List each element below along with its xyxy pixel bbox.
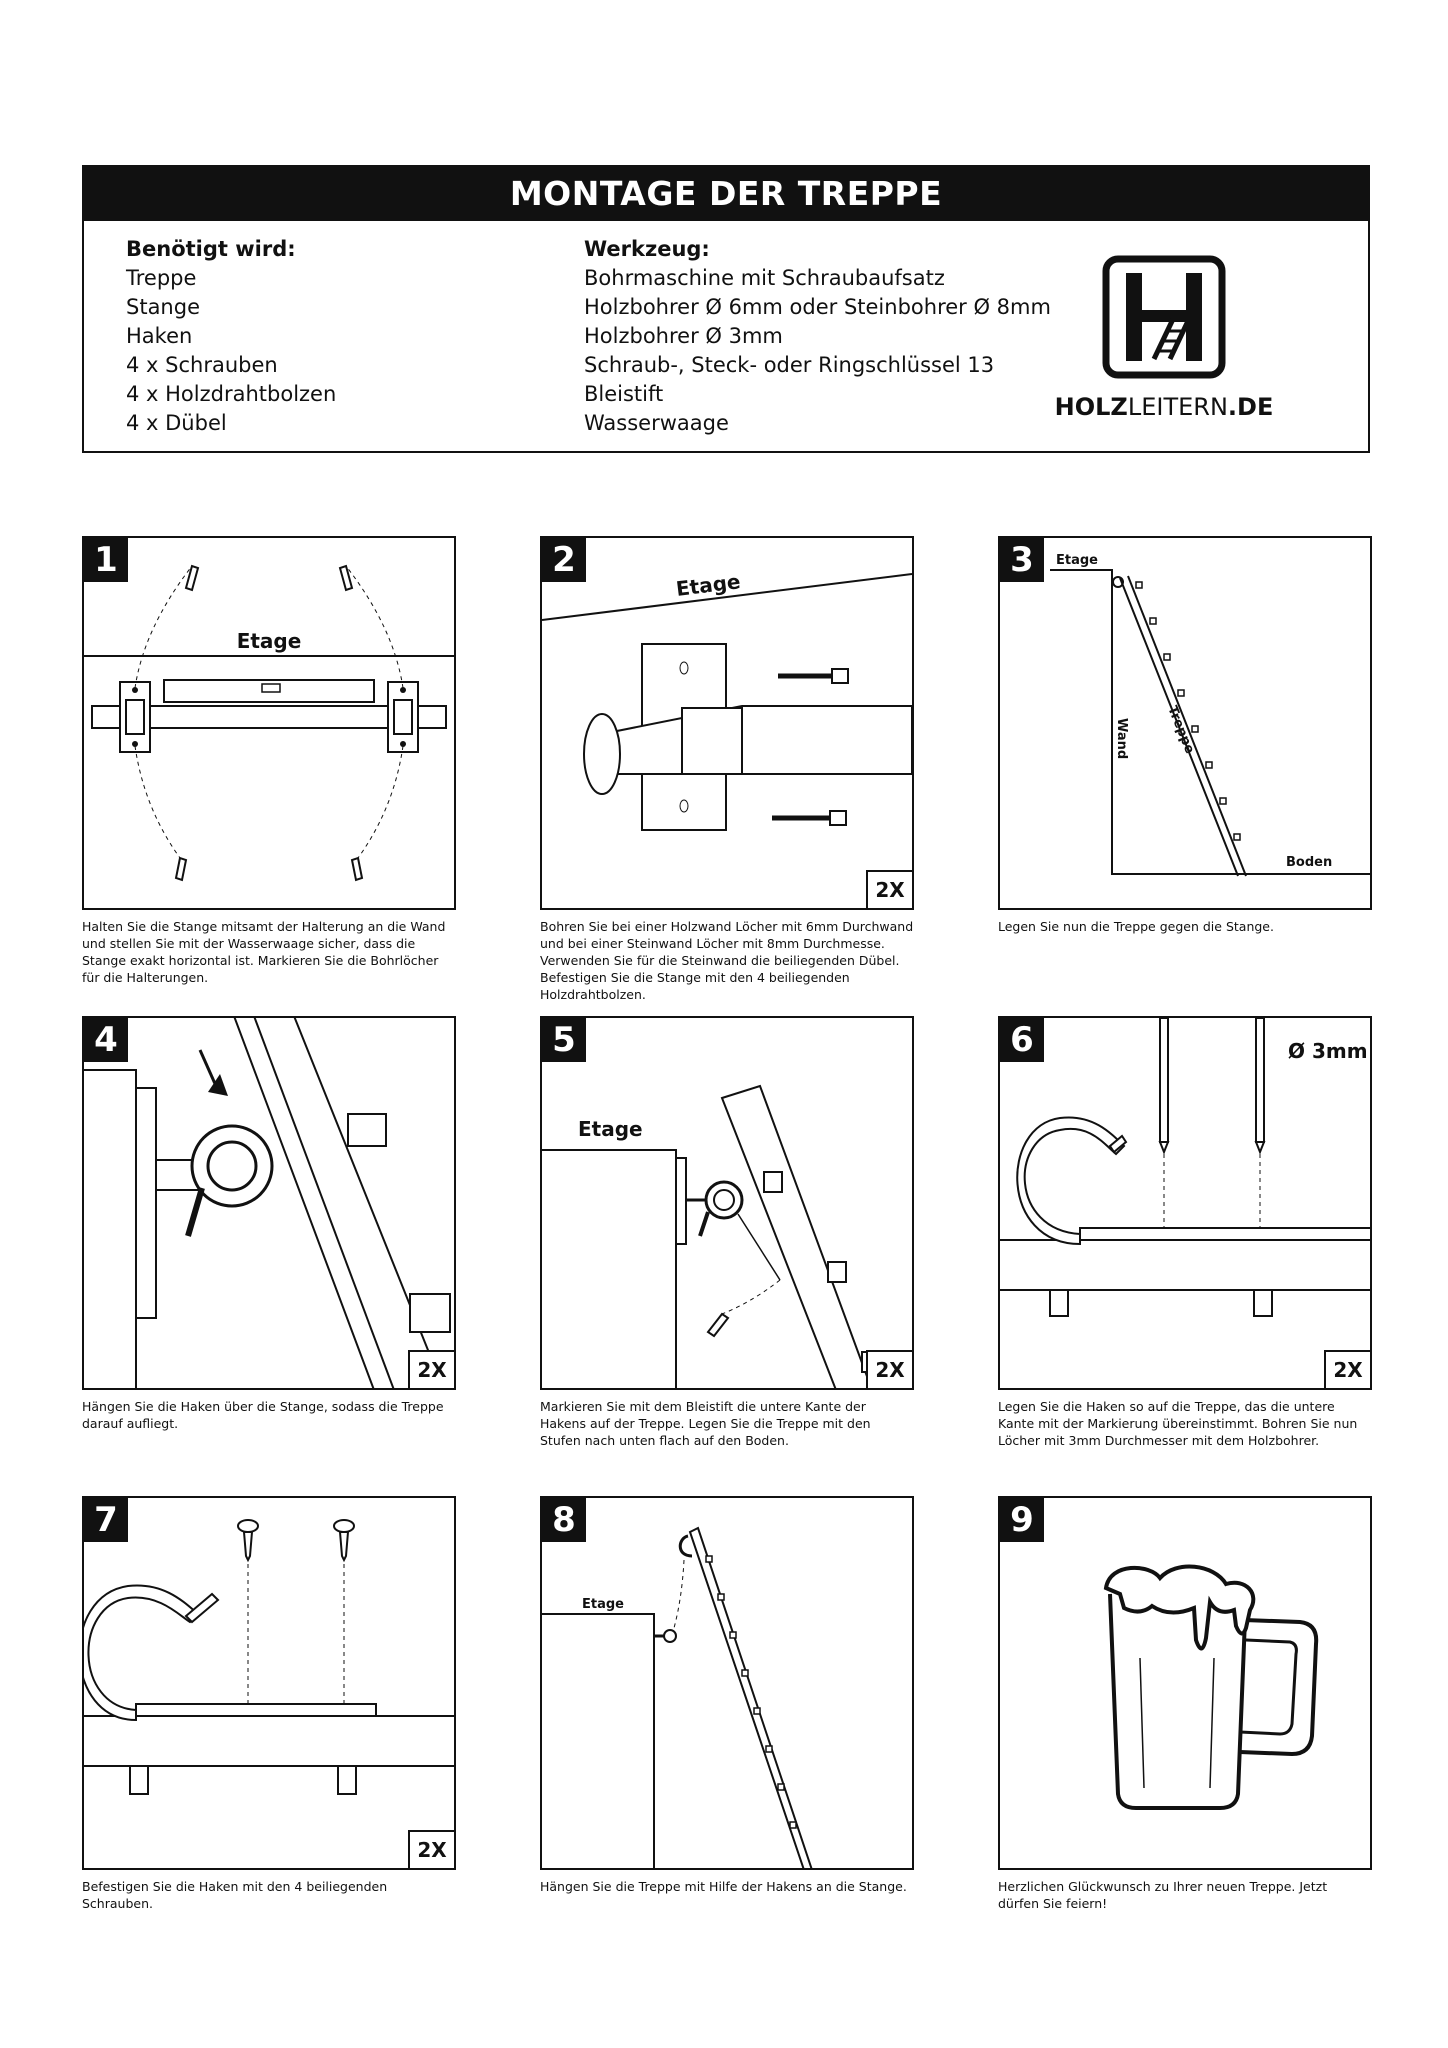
wand-label: Wand: [1114, 718, 1129, 759]
step-5: 5 Etage 2X Markieren Sie mit dem Bleisti…: [540, 1016, 914, 1449]
tool-item: Holzbohrer Ø 6mm oder Steinbohrer Ø 8mm: [584, 295, 1051, 319]
tool-item: Bohrmaschine mit Schraubaufsatz: [584, 266, 945, 290]
etage-label: Etage: [582, 1597, 624, 1612]
screw-icon: [237, 1519, 259, 1563]
ladder-logo-icon: [1102, 255, 1226, 379]
pencil-icon: [174, 856, 188, 882]
drilling-illustration: Etage: [542, 569, 912, 831]
pencil-icon: [184, 564, 200, 592]
step-5-panel: 5 Etage 2X: [540, 1016, 914, 1390]
hang-ladder-illustration: Etage: [542, 1526, 813, 1868]
step-3: 3 Etage Wand Treppe Boden Legen Sie nun …: [998, 536, 1372, 935]
step-number: 3: [1000, 538, 1044, 582]
quantity-badge: 2X: [408, 1350, 454, 1388]
step-number: 6: [1000, 1018, 1044, 1062]
step-number: 9: [1000, 1498, 1044, 1542]
quantity-badge: 2X: [408, 1830, 454, 1868]
quantity-badge: 2X: [1324, 1350, 1370, 1388]
step-6-panel: 6 Ø 3mm 2X: [998, 1016, 1372, 1390]
step-number: 7: [84, 1498, 128, 1542]
quantity-badge: 2X: [866, 1350, 912, 1388]
tool-item: Schraub-, Steck- oder Ringschlüssel 13: [584, 353, 995, 377]
step-4: 4 2X Hängen Sie die Haken über die Stang…: [82, 1016, 456, 1432]
step-6: 6 Ø 3mm 2X Legen Sie die Haken so auf di…: [998, 1016, 1372, 1449]
step-8: 8 Etage Hängen Sie die Treppe mit Hilfe …: [540, 1496, 914, 1895]
ladder-against-wall-illustration: Etage Wand Treppe Boden: [1050, 553, 1370, 877]
pencil-icon: [338, 564, 354, 592]
drill-bit-icon: [1158, 1018, 1170, 1155]
needed-item: Treppe: [126, 266, 197, 290]
tools-list: Werkzeug: Bohrmaschine mit Schraubaufsat…: [584, 235, 1051, 438]
needed-item: 4 x Dübel: [126, 411, 227, 435]
header-box: MONTAGE DER TREPPE Benötigt wird: Treppe…: [82, 165, 1370, 453]
tool-item: Holzbohrer Ø 3mm: [584, 324, 783, 348]
page-title: MONTAGE DER TREPPE: [84, 167, 1368, 221]
tool-item: Bleistift: [584, 382, 664, 406]
drill-holes-illustration: Ø 3mm: [1000, 1018, 1370, 1317]
hook-on-rod-illustration: [84, 1018, 451, 1388]
arrow-down-icon: [198, 1049, 228, 1096]
step-caption: Markieren Sie mit dem Bleistift die unte…: [540, 1399, 871, 1448]
step-caption: Bohren Sie bei einer Holzwand Löcher mit…: [540, 919, 914, 1002]
pencil-icon: [350, 856, 364, 882]
boden-label: Boden: [1286, 855, 1332, 870]
step-number: 2: [542, 538, 586, 582]
screw-icon: [778, 668, 849, 684]
step-8-panel: 8 Etage: [540, 1496, 914, 1870]
step-number: 8: [542, 1498, 586, 1542]
screw-icon: [333, 1519, 355, 1563]
step-2-panel: 2 Etage 2X: [540, 536, 914, 910]
step-number: 4: [84, 1018, 128, 1062]
etage-label: Etage: [237, 629, 302, 653]
quantity-badge: 2X: [866, 870, 912, 908]
step-caption: Herzlichen Glückwunsch zu Ihrer neuen Tr…: [998, 1879, 1328, 1911]
brand-name: HOLZLEITERN.DE: [1054, 393, 1274, 421]
needed-list: Benötigt wird: Treppe Stange Haken 4 x S…: [126, 235, 336, 438]
step-2: 2 Etage 2X Bohren Sie bei einer Holzwand…: [540, 536, 914, 1003]
step-caption: Legen Sie die Haken so auf die Treppe, d…: [998, 1399, 1358, 1448]
tool-item: Wasserwaage: [584, 411, 729, 435]
pencil-icon: [706, 1312, 730, 1338]
needed-item: Haken: [126, 324, 193, 348]
step-7-panel: 7 2X: [82, 1496, 456, 1870]
screw-icon: [772, 810, 847, 826]
drill-size-label: Ø 3mm: [1288, 1039, 1368, 1063]
drill-bit-icon: [1254, 1018, 1266, 1155]
etage-label: Etage: [1056, 553, 1098, 568]
needed-item: 4 x Holzdrahtbolzen: [126, 382, 337, 406]
needed-item: 4 x Schrauben: [126, 353, 278, 377]
step-3-panel: 3 Etage Wand Treppe Boden: [998, 536, 1372, 910]
needed-item: Stange: [126, 295, 200, 319]
etage-label: Etage: [578, 1117, 643, 1141]
step-1: 1 Etage Halten Sie die Stange m: [82, 536, 456, 986]
mark-hook-edge-illustration: Etage: [542, 1084, 881, 1388]
tools-title: Werkzeug:: [584, 237, 710, 261]
step-caption: Hängen Sie die Treppe mit Hilfe der Hake…: [540, 1879, 907, 1894]
step-caption: Befestigen Sie die Haken mit den 4 beili…: [82, 1879, 388, 1911]
beer-mug-icon: [1103, 1564, 1319, 1810]
step-number: 5: [542, 1018, 586, 1062]
step-1-panel: 1 Etage: [82, 536, 456, 910]
step-9-panel: 9: [998, 1496, 1372, 1870]
step-caption: Legen Sie nun die Treppe gegen die Stang…: [998, 919, 1274, 934]
needed-title: Benötigt wird:: [126, 237, 296, 261]
step-caption: Hängen Sie die Haken über die Stange, so…: [82, 1399, 444, 1431]
step-number: 1: [84, 538, 128, 582]
step-caption: Halten Sie die Stange mitsamt der Halter…: [82, 919, 446, 985]
step-9: 9 Herzlichen Glückwunsch zu Ihrer neuen …: [998, 1496, 1372, 1912]
rod-mounting-illustration: Etage: [84, 564, 454, 882]
step-4-panel: 4 2X: [82, 1016, 456, 1390]
step-7: 7 2X Befestigen Sie die Haken mit den 4 …: [82, 1496, 456, 1912]
screw-hooks-illustration: [84, 1519, 454, 1795]
